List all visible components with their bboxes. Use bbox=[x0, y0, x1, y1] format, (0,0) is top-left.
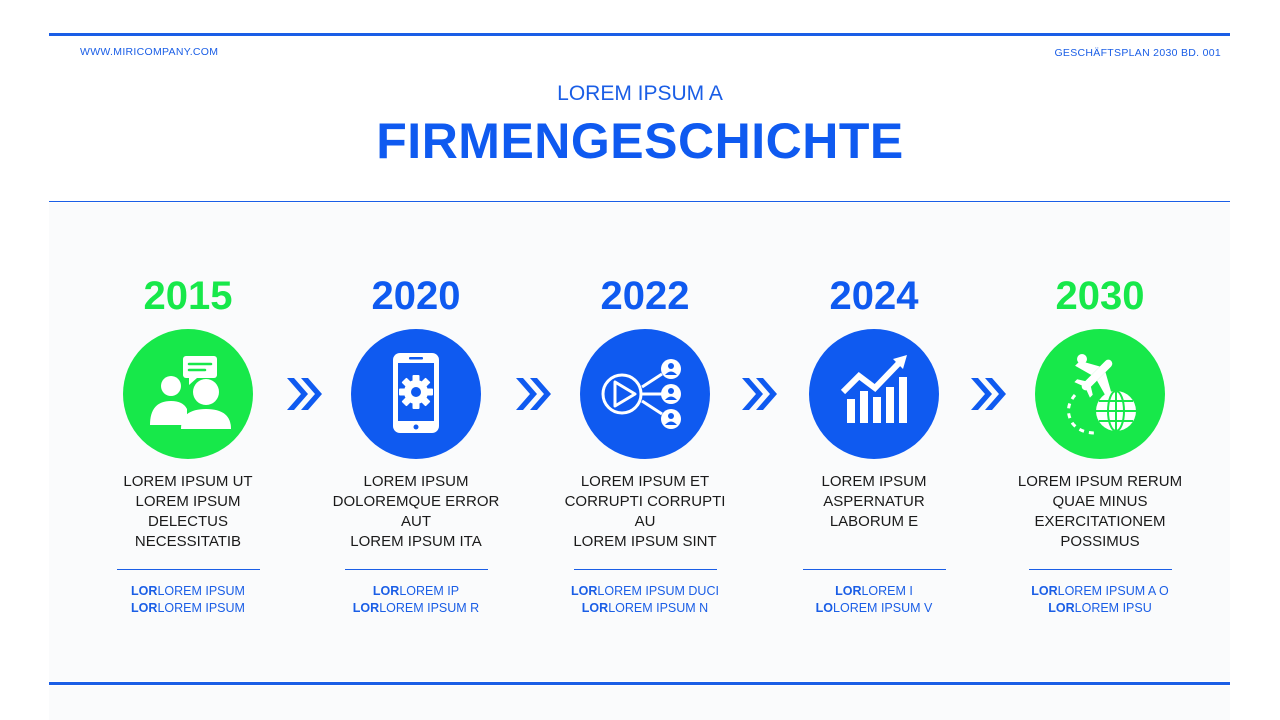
page-title: FIRMENGESCHICHTE bbox=[376, 113, 904, 169]
step-year: 2024 bbox=[829, 274, 919, 318]
step-link[interactable]: LORLOREM IPSUM bbox=[131, 601, 245, 615]
timeline-step-2015: 2015 LOREM IPSUM UT LOREM IPSUM DELECTUS… bbox=[78, 272, 298, 632]
step-year: 2030 bbox=[1055, 274, 1145, 318]
step-icon-circle bbox=[580, 329, 710, 459]
timeline-step-2024: 2024 LOREM IPSUM ASPERNATUR LABORUM E LO… bbox=[764, 272, 984, 632]
step-link[interactable]: LORLOREM IPSUM DUCI bbox=[571, 584, 719, 598]
step-description-line: EXERCITATIONEM bbox=[1034, 513, 1166, 530]
step-links: LORLOREM IP LORLOREM IPSUM R bbox=[306, 583, 526, 617]
step-description-line: POSSIMUS bbox=[1060, 533, 1140, 550]
step-links: LORLOREM IPSUM DUCI LORLOREM IPSUM N bbox=[535, 583, 755, 617]
step-description-line: LOREM IPSUM SINT bbox=[573, 533, 717, 550]
step-description-line: ASPERNATUR bbox=[823, 493, 925, 510]
step-link[interactable]: LORLOREM IPSU bbox=[1048, 601, 1152, 615]
step-description-line: AU bbox=[634, 513, 656, 530]
step-year: 2015 bbox=[143, 274, 233, 318]
step-description-line: QUAE MINUS bbox=[1052, 493, 1148, 510]
step-year: 2020 bbox=[371, 274, 461, 318]
step-icon-circle bbox=[351, 329, 481, 459]
step-description-line: LOREM IPSUM ITA bbox=[350, 533, 482, 550]
step-divider bbox=[117, 569, 260, 570]
step-description-line: DELECTUS bbox=[147, 513, 229, 530]
step-description-line: LOREM IPSUM RERUM bbox=[1017, 473, 1183, 490]
step-link[interactable]: LORLOREM IP bbox=[372, 584, 460, 598]
step-description: LOREM IPSUM ET CORRUPTI CORRUPTI AU LORE… bbox=[535, 472, 755, 552]
step-icon-circle bbox=[123, 329, 253, 459]
step-link[interactable]: LORLOREM I bbox=[835, 584, 913, 598]
step-link[interactable]: LORLOREM IPSUM R bbox=[352, 601, 480, 615]
timeline-step-2020: 2020 LOREM IPSUM DOLOREMQUE ERROR AUT LO… bbox=[306, 272, 526, 632]
bottom-rule bbox=[49, 682, 1230, 685]
chevron-right-double-icon bbox=[287, 378, 322, 410]
chevron-right-double-icon bbox=[742, 378, 777, 410]
airplane-globe-icon bbox=[1067, 354, 1136, 435]
step-links: LORLOREM IPSUM LORLOREM IPSUM bbox=[78, 583, 298, 617]
chevron-right-double-icon bbox=[516, 378, 551, 410]
page-kicker: LOREM IPSUM A bbox=[557, 82, 723, 105]
step-description-line: LOREM IPSUM UT bbox=[123, 473, 253, 490]
step-divider bbox=[1029, 569, 1172, 570]
step-link[interactable]: LORLOREM IPSUM bbox=[131, 584, 245, 598]
step-description: LOREM IPSUM DOLOREMQUE ERROR AUT LOREM I… bbox=[306, 472, 526, 552]
step-description-line: LOREM IPSUM ET bbox=[580, 473, 710, 490]
header-divider bbox=[49, 201, 1230, 202]
step-links: LORLOREM IPSUM A O LORLOREM IPSU bbox=[990, 583, 1210, 617]
website-url[interactable]: WWW.MIRICOMPANY.COM bbox=[80, 46, 219, 58]
play-network-icon bbox=[601, 359, 681, 429]
growth-chart-icon bbox=[840, 355, 907, 423]
step-description-line: LOREM IPSUM bbox=[135, 493, 241, 510]
step-icon-circle bbox=[809, 329, 939, 459]
step-description-line: NECESSITATIB bbox=[134, 533, 242, 550]
step-description: LOREM IPSUM UT LOREM IPSUM DELECTUS NECE… bbox=[78, 472, 298, 552]
smartphone-gear-icon bbox=[393, 353, 439, 433]
step-description-line: AUT bbox=[401, 513, 431, 530]
step-description-line: LOREM IPSUM bbox=[821, 473, 927, 490]
step-description-line: LOREM IPSUM bbox=[363, 473, 469, 490]
step-description-line: DOLOREMQUE ERROR bbox=[332, 493, 500, 510]
step-links: LORLOREM I LOLOREM IPSUM V bbox=[764, 583, 984, 617]
step-divider bbox=[803, 569, 946, 570]
top-rule bbox=[49, 33, 1230, 36]
step-link[interactable]: LORLOREM IPSUM A O bbox=[1031, 584, 1169, 598]
timeline-step-2030: 2030 LOREM IPSUM bbox=[990, 272, 1210, 632]
step-link[interactable]: LOLOREM IPSUM V bbox=[815, 601, 933, 615]
footer-strip bbox=[49, 686, 1230, 720]
document-label: GESCHÄFTSPLAN 2030 BD. 001 bbox=[1054, 47, 1221, 59]
step-description-line: CORRUPTI CORRUPTI bbox=[564, 493, 726, 510]
step-description-line: LABORUM E bbox=[829, 513, 919, 530]
step-year: 2022 bbox=[600, 274, 690, 318]
step-link[interactable]: LORLOREM IPSUM N bbox=[581, 601, 709, 615]
step-icon-circle bbox=[1035, 329, 1165, 459]
step-description: LOREM IPSUM RERUM QUAE MINUS EXERCITATIO… bbox=[990, 472, 1210, 552]
chevron-right-double-icon bbox=[971, 378, 1006, 410]
people-chat-icon bbox=[150, 356, 231, 429]
step-description: LOREM IPSUM ASPERNATUR LABORUM E bbox=[764, 472, 984, 532]
step-divider bbox=[574, 569, 717, 570]
step-divider bbox=[345, 569, 488, 570]
timeline-step-2022: 2022 LOREM IPSUM ET CORRUPTI CORRU bbox=[535, 272, 755, 632]
